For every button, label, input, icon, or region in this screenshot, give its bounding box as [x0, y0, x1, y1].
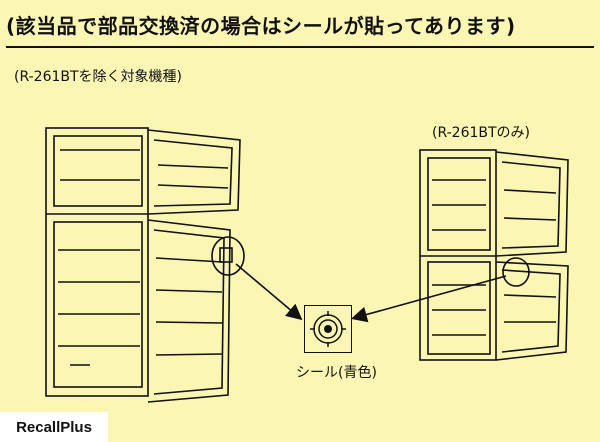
- seal-sticker-icon: [310, 311, 346, 347]
- title-underline: [6, 46, 594, 48]
- right-refrigerator-drawing: [419, 149, 569, 361]
- right-figure-caption: (R-261BTのみ): [432, 125, 531, 141]
- left-pointer-arrow: [235, 263, 303, 321]
- recallplus-watermark: RecallPlus: [0, 412, 108, 442]
- right-pointer-arrow: [350, 275, 507, 323]
- left-figure-caption: (R-261BTを除く対象機種): [14, 69, 183, 85]
- notice-title: (該当品で部品交換済の場合はシールが貼ってあります): [6, 14, 516, 38]
- left-refrigerator-drawing: [45, 127, 245, 403]
- seal-caption: シール(青色): [296, 365, 377, 381]
- seal-sticker-box: [304, 305, 352, 353]
